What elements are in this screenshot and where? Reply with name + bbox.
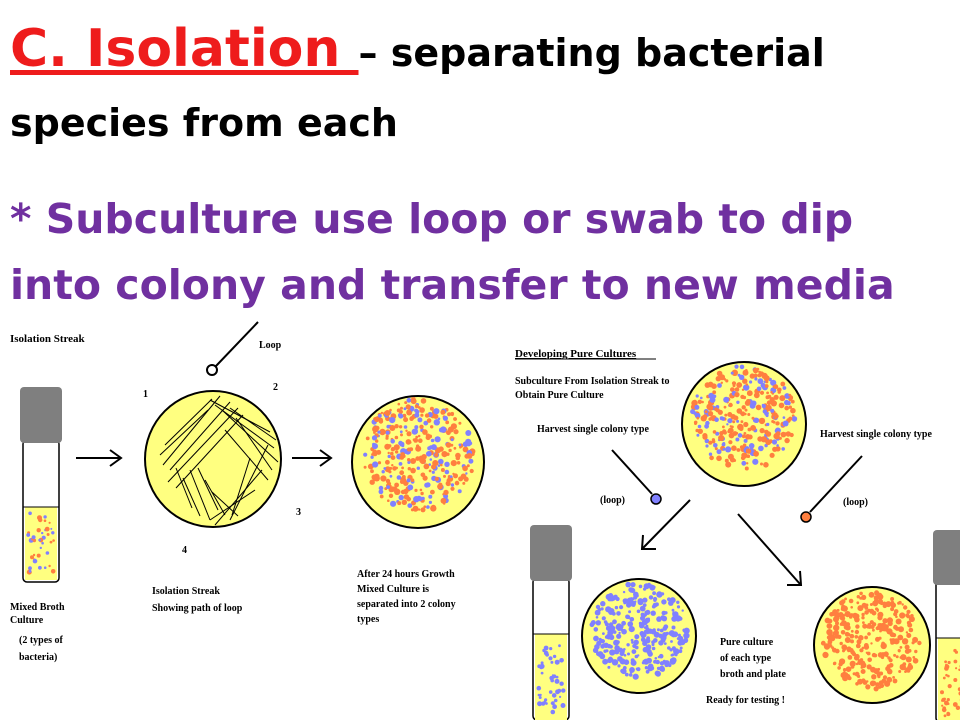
quadrant-1-label: 1 — [143, 389, 148, 400]
inoculating-loop-icon — [206, 321, 259, 376]
harvest-left-label: Harvest single colony type — [537, 424, 649, 435]
tube-note: (2 types of bacteria) — [19, 635, 65, 663]
loop-orange-icon — [800, 455, 863, 523]
slide-subtitle: * Subculture use loop or swab to dip int… — [10, 195, 895, 309]
loop-label: Loop — [259, 340, 282, 351]
tube-caption: Mixed Broth Culture — [10, 602, 67, 626]
source-plate — [681, 361, 807, 487]
arrow-down-left-icon — [640, 499, 691, 550]
pure-broth-tube-orange — [933, 530, 960, 720]
tube-cap — [530, 525, 572, 581]
slide-title: C. Isolation – separating bacterial spec… — [10, 18, 950, 162]
ready-label: Ready for testing ! — [706, 695, 785, 706]
quadrant-2-label: 2 — [273, 382, 278, 393]
growth-caption: After 24 hours Growth Mixed Culture is s… — [357, 569, 458, 625]
pure-broth-tube-blue — [530, 525, 572, 720]
mixed-growth-plate — [351, 395, 485, 529]
tube-cap — [933, 530, 960, 585]
pure-cultures-subtitle: Subculture From Isolation Streak to Obta… — [515, 376, 672, 401]
tube-cap — [20, 387, 62, 443]
title-description: – separating bacterial species from each — [10, 31, 825, 145]
loop-blue-icon — [611, 449, 662, 505]
quadrant-4-label: 4 — [182, 545, 187, 556]
arrow-down-right-icon — [737, 513, 803, 586]
harvest-right-label: Harvest single colony type — [820, 429, 932, 440]
isolation-streak-heading: Isolation Streak — [10, 333, 86, 345]
streak-caption: Isolation Streak Showing path of loop — [152, 586, 243, 614]
mixed-broth-tube — [20, 387, 62, 583]
title-heading: C. Isolation — [10, 19, 359, 79]
arrow-right-icon — [292, 449, 333, 467]
pure-plate-orange — [813, 586, 931, 704]
pure-culture-caption: Pure culture of each type broth and plat… — [720, 637, 787, 680]
quadrant-3-label: 3 — [296, 507, 301, 518]
loop-left-label: (loop) — [600, 495, 625, 506]
streak-plate — [144, 390, 282, 528]
pure-cultures-heading: Developing Pure Cultures — [515, 348, 637, 360]
pure-plate-blue — [581, 578, 697, 694]
arrow-right-icon — [76, 449, 123, 467]
loop-right-label: (loop) — [843, 497, 868, 508]
